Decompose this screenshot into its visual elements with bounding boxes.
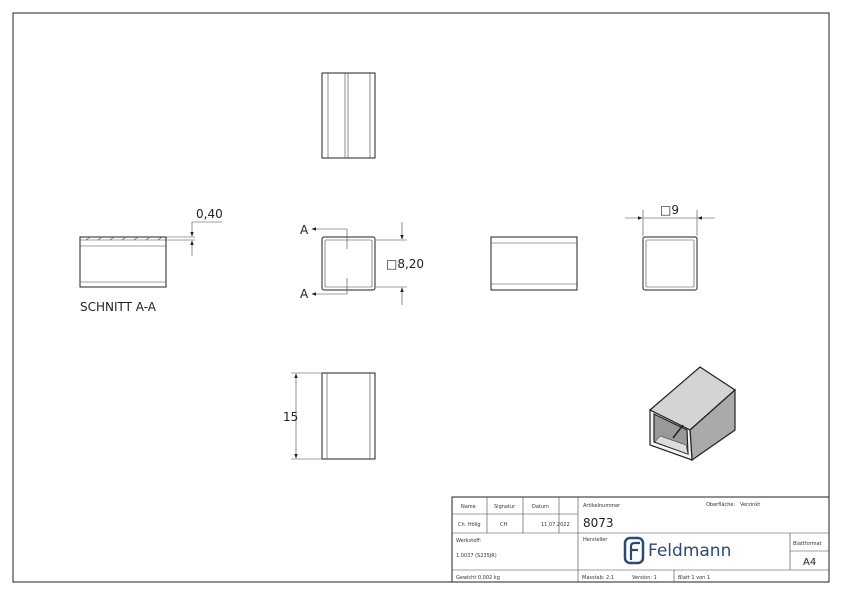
- blattformat-label: Blattformat: [793, 541, 822, 547]
- hersteller-label: Hersteller: [583, 537, 608, 543]
- dim-wall-thickness: 0,40: [196, 207, 223, 221]
- blattformat-value: A4: [803, 557, 816, 568]
- drawing-frame: [12, 12, 830, 583]
- datum-value: 11.07.2022: [541, 522, 570, 528]
- dim-outer-size: □9: [660, 203, 679, 217]
- version: Version: 1: [632, 575, 657, 581]
- side-view: [490, 236, 578, 291]
- artikelnummer-value: 8073: [583, 516, 614, 530]
- werkstoff-label: Werkstoff:: [456, 538, 482, 544]
- title-block: Name Signatur Datum Ch. Hölig CH 11.07.2…: [451, 496, 830, 583]
- section-marker-bottom: A: [300, 287, 309, 301]
- bottom-view: 15: [283, 372, 376, 460]
- massstab: Masstab: 2:1: [582, 575, 614, 581]
- dim-inner-size: □8,20: [386, 257, 424, 271]
- dim-length: 15: [283, 410, 298, 424]
- werkstoff-value: 1.0037 (S235JR): [456, 553, 497, 559]
- section-label: SCHNITT A-A: [80, 300, 157, 314]
- signatur-value: CH: [500, 522, 507, 528]
- signatur-label: Signatur: [494, 504, 516, 510]
- artikelnummer-label: Artikelnummer: [583, 503, 621, 509]
- logo-text: Feldmann: [648, 541, 731, 561]
- name-value: Ch. Hölig: [458, 522, 481, 528]
- isometric-view: [648, 366, 736, 462]
- oberflaeche-value: Verzinkt: [740, 502, 760, 508]
- end-view: □9: [625, 203, 715, 291]
- section-view: 0,40 SCHNITT A-A: [79, 207, 223, 314]
- blatt: Blatt 1 von 1: [678, 575, 710, 581]
- datum-label: Datum: [532, 504, 549, 510]
- front-view: A A □8,20: [300, 222, 424, 305]
- section-marker-top: A: [300, 223, 309, 237]
- gewicht: Gewicht 0,002 kg: [456, 575, 500, 581]
- name-label: Name: [461, 504, 476, 510]
- oberflaeche-label: Oberfläche:: [706, 502, 735, 508]
- top-view: [321, 72, 376, 159]
- feldmann-logo: Feldmann: [623, 536, 731, 565]
